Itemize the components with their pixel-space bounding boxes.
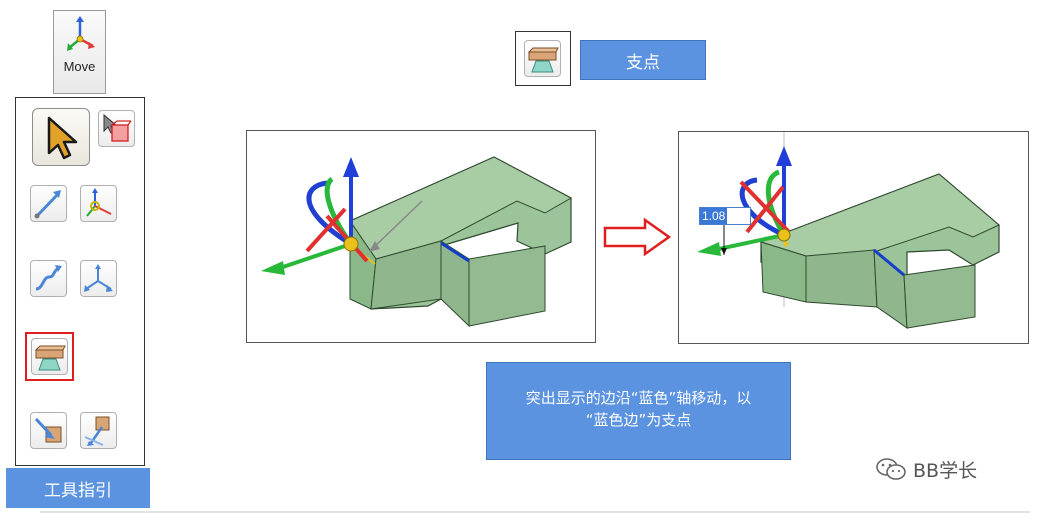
- divider: [40, 511, 1030, 513]
- move-multi-axis-button[interactable]: [80, 260, 117, 297]
- before-view: [246, 130, 596, 343]
- pivot-tool-button[interactable]: [31, 338, 68, 375]
- move-with-triad-button[interactable]: [80, 185, 117, 222]
- move-along-axis-icon: [34, 190, 61, 219]
- description-box: 突出显示的边沿“蓝色”轴移动，以 “蓝色边”为支点: [486, 362, 791, 460]
- move-ruler-button[interactable]: [80, 412, 117, 449]
- active-tool-highlight: [25, 332, 74, 381]
- pivot-label: 支点: [580, 40, 706, 80]
- tool-guide-label: 工具指引: [6, 468, 150, 508]
- select-tool-button[interactable]: [32, 108, 90, 166]
- after-view: 1.08: [678, 131, 1029, 344]
- right-arrow-icon: [603, 218, 671, 256]
- move-along-path-icon: [35, 265, 62, 291]
- pivot-icon: [34, 345, 66, 371]
- dimension-input[interactable]: 1.08: [699, 207, 751, 225]
- watermark: BB学长: [875, 452, 1015, 486]
- pivot-icon: [527, 47, 559, 73]
- watermark-text: BB学长: [913, 459, 978, 482]
- move-to-target-icon: [34, 417, 62, 443]
- move-with-triad-icon: [86, 188, 112, 217]
- select-arrow-icon: [47, 116, 78, 160]
- wechat-icon: [876, 458, 906, 480]
- move-to-target-button[interactable]: [30, 412, 67, 449]
- move-along-path-button[interactable]: [30, 260, 67, 297]
- before-model-graphic: [261, 156, 573, 328]
- after-model-graphic: [697, 132, 1000, 330]
- dimension-value: 1.08: [700, 208, 728, 224]
- description-line-1: 突出显示的边沿“蓝色”轴移动，以: [525, 389, 752, 407]
- move-multi-axis-icon: [84, 264, 113, 292]
- select-box-icon: [103, 113, 132, 142]
- description-line-2: “蓝色边”为支点: [585, 411, 692, 429]
- move-button[interactable]: Move: [53, 10, 106, 94]
- pivot-button[interactable]: [524, 40, 561, 77]
- select-box-tool-button[interactable]: [98, 110, 135, 147]
- tool-palette: [15, 97, 145, 466]
- pivot-icon-box: [515, 31, 571, 86]
- move-triad-icon: [67, 16, 95, 51]
- move-along-axis-button[interactable]: [30, 185, 67, 222]
- move-label: Move: [63, 59, 96, 74]
- move-ruler-icon: [84, 416, 110, 446]
